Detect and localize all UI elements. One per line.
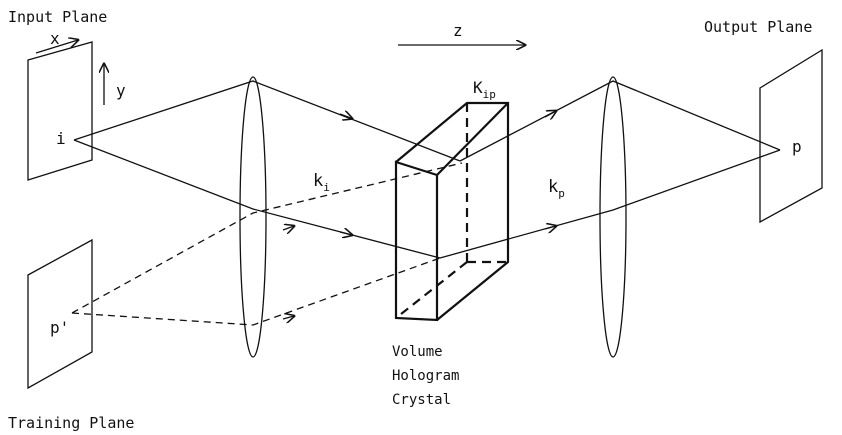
lens-right <box>599 76 627 358</box>
training-plane-label: Training Plane <box>8 414 134 432</box>
point-p-label: p <box>792 137 802 156</box>
z-axis-label: z <box>453 21 463 40</box>
output-plane <box>759 48 823 224</box>
K-ip-subscript: ip <box>483 88 496 101</box>
output-plane-label: Output Plane <box>704 18 812 36</box>
k-i-main: k <box>313 171 323 191</box>
crystal-label-line3: Crystal <box>392 392 451 408</box>
K-ip-label: Kip <box>473 78 496 101</box>
k-p-label: kp <box>548 177 565 200</box>
k-i-subscript: i <box>323 181 330 194</box>
dashed-rays <box>71 162 463 326</box>
crystal-label-line2: Hologram <box>392 368 459 384</box>
input-plane <box>27 41 93 181</box>
k-p-subscript: p <box>558 187 565 200</box>
point-p-prime-label: p' <box>50 318 69 337</box>
lens-left <box>239 76 267 358</box>
x-axis-label: x <box>50 29 60 48</box>
k-p-main: k <box>548 177 558 197</box>
K-ip-main: K <box>473 78 483 97</box>
training-plane <box>27 238 93 390</box>
x-axis-arrow <box>35 40 78 54</box>
y-axis-label: y <box>116 81 126 100</box>
solid-rays <box>73 80 781 259</box>
hologram-crystal <box>394 101 510 322</box>
k-i-label: ki <box>313 171 330 194</box>
crystal-label-line1: Volume <box>392 344 443 360</box>
input-plane-label: Input Plane <box>8 8 107 26</box>
point-i-label: i <box>56 129 66 148</box>
